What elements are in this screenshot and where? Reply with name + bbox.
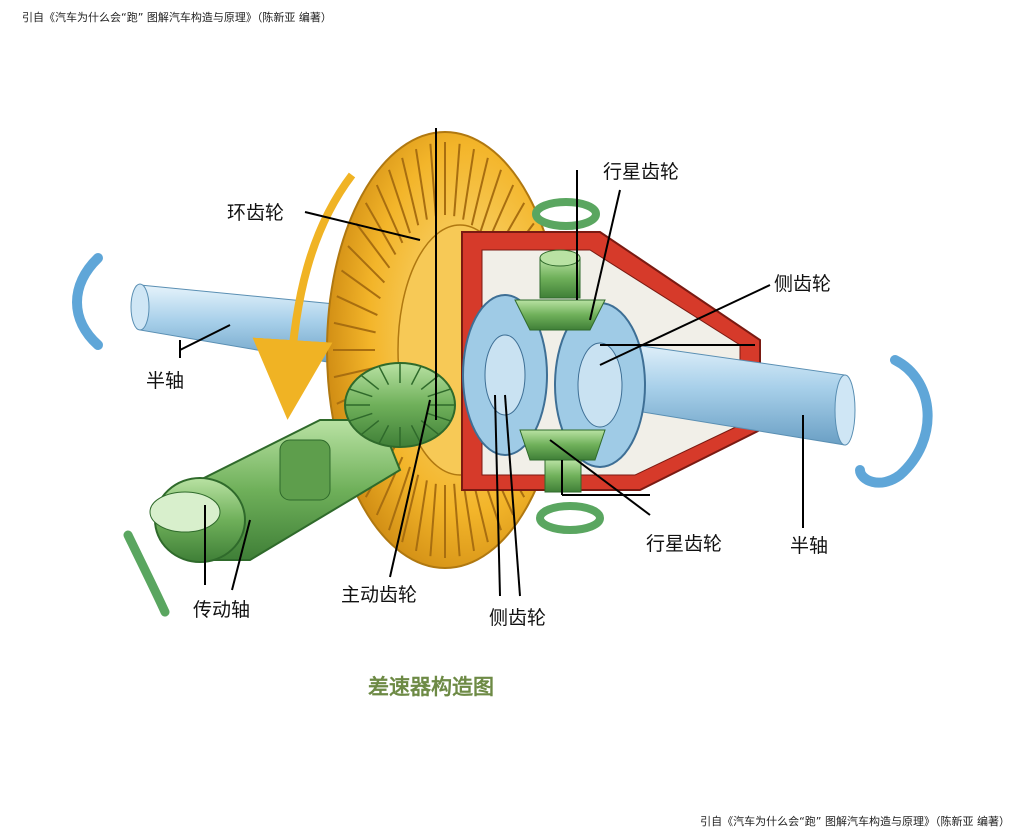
drive-shaft — [150, 420, 400, 562]
rotation-arrow-right — [860, 360, 928, 483]
rotation-arrow-left — [77, 258, 98, 345]
label-side-gear-bottom: 侧齿轮 — [489, 607, 546, 629]
label-planetary-gear-top: 行星齿轮 — [603, 161, 679, 183]
label-ring-gear: 环齿轮 — [227, 202, 284, 224]
label-side-gear-right: 侧齿轮 — [774, 273, 831, 295]
rotation-arrow-top-green — [536, 202, 596, 226]
label-planetary-gear-bottom: 行星齿轮 — [646, 533, 722, 555]
half-shaft-left — [131, 284, 345, 365]
rotation-arrow-bottom-green — [540, 506, 600, 530]
label-half-shaft-right: 半轴 — [790, 535, 828, 557]
label-drive-pinion: 主动齿轮 — [341, 584, 417, 606]
rotation-arrow-drive — [128, 535, 165, 612]
label-drive-shaft: 传动轴 — [193, 599, 250, 621]
label-half-shaft-left: 半轴 — [146, 370, 184, 392]
citation-bottom: 引自《汽车为什么会“跑” 图解汽车构造与原理》（陈新亚 编著） — [700, 813, 1010, 829]
drive-pinion — [345, 363, 455, 447]
diagram-caption: 差速器构造图 — [368, 675, 494, 699]
